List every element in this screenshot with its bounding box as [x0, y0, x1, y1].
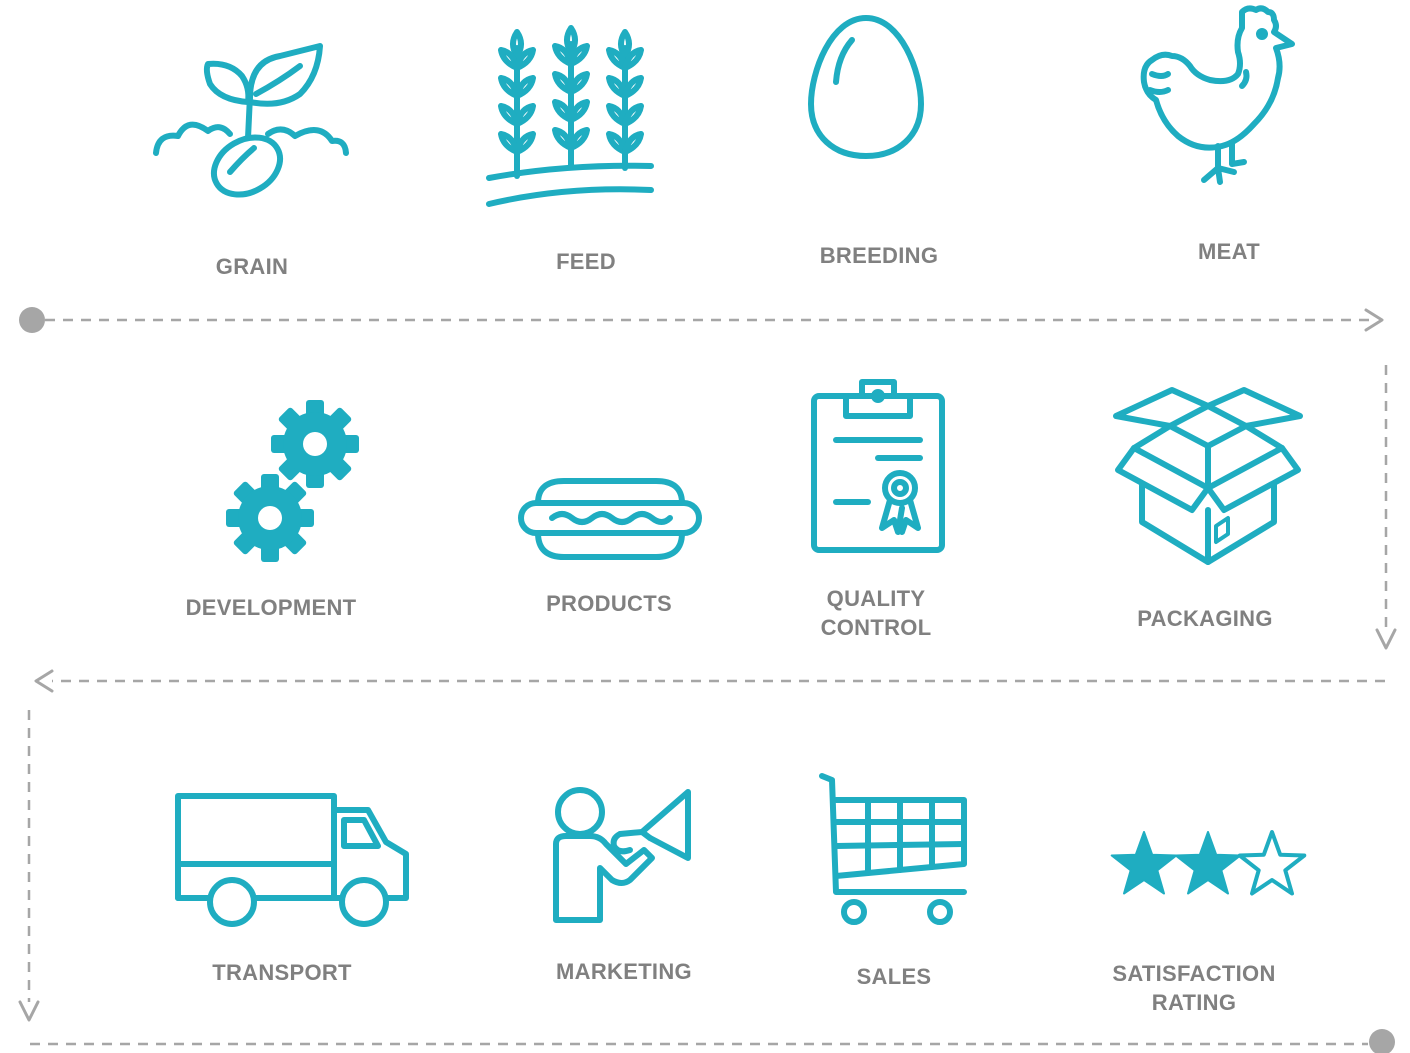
flow-arrow-left [34, 669, 54, 693]
flow-end-dot [1369, 1029, 1395, 1053]
flow-arrow-down-right [1375, 628, 1397, 650]
flow-arrow-down-left [18, 1000, 40, 1022]
flow-start-dot [19, 307, 45, 333]
flow-arrow-right [1364, 308, 1384, 332]
